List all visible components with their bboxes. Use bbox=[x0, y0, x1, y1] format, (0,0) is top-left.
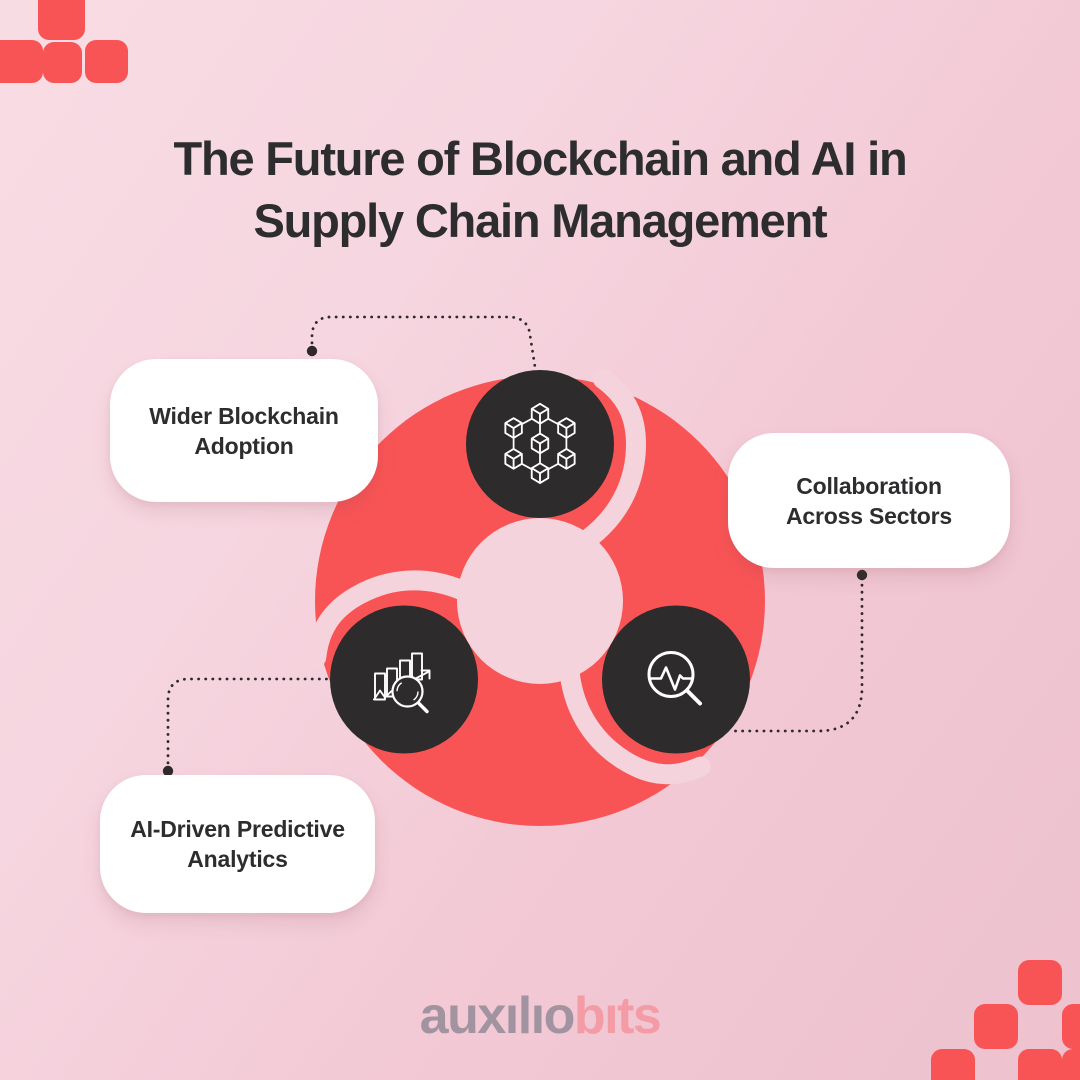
card-label-line: Across Sectors bbox=[786, 502, 952, 529]
card-label-line: Adoption bbox=[194, 432, 294, 459]
connector-blockchain-endpoint-dot bbox=[306, 345, 318, 357]
connectors bbox=[162, 315, 868, 777]
card-label-line: Wider Blockchain bbox=[149, 402, 339, 429]
card-label-line: Analytics bbox=[187, 846, 288, 872]
connector-collaboration-endpoint-dot bbox=[856, 569, 868, 581]
brand-logo: auxılıobıts bbox=[0, 988, 1080, 1044]
cycle-swirl-channels bbox=[306, 369, 711, 785]
corner-pixels-top-left bbox=[0, 0, 128, 83]
card-label-line: AI-Driven Predictive bbox=[130, 816, 345, 842]
page-title-line-2: Supply Chain Management bbox=[253, 194, 827, 247]
connector-analytics bbox=[166, 677, 331, 772]
page-title: The Future of Blockchain and AI in Suppl… bbox=[0, 128, 1080, 252]
card-wider-blockchain-adoption: Wider Blockchain Adoption bbox=[110, 359, 378, 502]
bar-chart-magnifier-icon bbox=[373, 652, 431, 714]
cycle-center-hole bbox=[457, 518, 623, 684]
corner-pixels-bottom-right bbox=[931, 960, 1080, 1080]
analytics-node bbox=[330, 605, 478, 754]
cycle-diagram bbox=[306, 369, 765, 826]
page-title-line-1: The Future of Blockchain and AI in bbox=[173, 132, 907, 185]
card-ai-driven-predictive-analytics: AI-Driven Predictive Analytics bbox=[100, 775, 375, 913]
collaboration-node bbox=[602, 605, 750, 754]
brand-logo-part-1: auxılıo bbox=[419, 987, 576, 1045]
brand-logo-part-2: bıts bbox=[573, 987, 662, 1045]
connector-analytics-endpoint-dot bbox=[162, 765, 174, 777]
connector-collaboration bbox=[731, 576, 864, 733]
blockchain-node bbox=[466, 370, 614, 518]
pulse-magnifier-icon bbox=[647, 651, 702, 706]
connector-blockchain bbox=[310, 315, 537, 369]
card-collaboration-across-sectors: Collaboration Across Sectors bbox=[728, 433, 1010, 568]
card-label-line: Collaboration bbox=[796, 472, 942, 499]
blockchain-network-icon bbox=[504, 402, 576, 484]
